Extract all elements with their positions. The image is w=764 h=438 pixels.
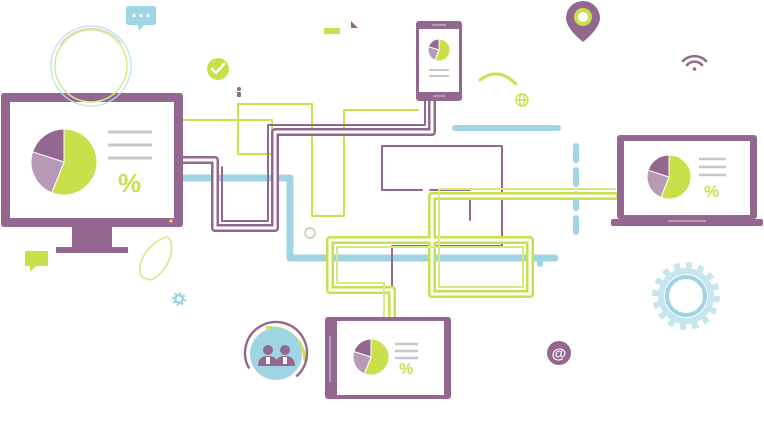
monitor-base <box>56 247 128 253</box>
pie-slice-dark <box>31 128 65 163</box>
tablet: % <box>325 317 451 399</box>
lime-dash <box>324 28 340 34</box>
tablet-text-lines <box>395 342 418 360</box>
ring-decoration <box>50 25 132 107</box>
laptop-trackpad-line <box>668 220 706 222</box>
map-pin-icon <box>566 1 600 42</box>
gear-hole <box>664 274 708 318</box>
email-at-symbol: @ <box>552 346 567 363</box>
pie-slice-dark <box>647 154 670 178</box>
phone-pie-chart <box>427 38 451 62</box>
purple-pipe-second <box>221 99 426 222</box>
monitor-indicator <box>169 219 173 223</box>
pie-slice-dark <box>427 38 440 51</box>
lime-thin-pipe-2 <box>237 103 419 217</box>
connection-lines <box>178 72 619 322</box>
purple-flag <box>351 21 358 28</box>
monitor-text-lines <box>108 130 152 160</box>
pie-slice-light <box>30 151 65 194</box>
gear-icon <box>652 262 720 330</box>
purple-pipe-outer-inner <box>180 98 434 230</box>
small-person-icon <box>237 87 241 97</box>
phone-home-bar <box>433 95 445 97</box>
smartphone <box>416 21 462 101</box>
leaf-outline-icon <box>139 236 173 281</box>
lime-arc-phone <box>478 72 518 86</box>
users-icon <box>243 320 309 386</box>
chat-bubble-icon <box>126 6 156 31</box>
pie-slice-lime <box>660 154 692 200</box>
pie-slice-light <box>646 169 670 199</box>
laptop: % <box>611 135 763 226</box>
sky-pipe-main <box>178 174 559 262</box>
pie-slice-lime <box>51 128 98 196</box>
pie-slice-lime <box>363 338 390 376</box>
pie-slice-dark <box>353 338 372 358</box>
monitor-pie-chart <box>30 128 98 196</box>
tablet-button <box>329 336 331 382</box>
small-gear-icon <box>172 292 186 306</box>
node-circle <box>304 227 316 239</box>
laptop-percent-label: % <box>704 182 719 201</box>
desktop-monitor: % <box>1 93 183 253</box>
message-bubble-icon <box>25 251 48 272</box>
lime-loop-second <box>336 188 616 319</box>
gear-ring <box>665 275 707 317</box>
monitor-percent-label: % <box>118 168 141 198</box>
phone-speaker <box>432 24 446 26</box>
monitor-neck <box>72 227 112 247</box>
tablet-percent-label: % <box>399 361 413 378</box>
check-circle-icon <box>207 58 229 80</box>
tablet-pie-chart <box>352 338 390 376</box>
lime-thin-pipe <box>181 119 273 155</box>
email-at-icon: @ <box>547 341 571 365</box>
phone-text-lines <box>429 69 449 77</box>
laptop-pie-chart <box>646 154 692 200</box>
wifi-icon <box>681 54 708 71</box>
laptop-text-lines <box>699 157 726 177</box>
lime-loop-large-inner <box>328 194 617 320</box>
laptop-base <box>611 219 763 226</box>
pie-slice-lime <box>434 38 451 62</box>
globe-icon <box>515 93 529 107</box>
gear-hole <box>176 296 182 302</box>
